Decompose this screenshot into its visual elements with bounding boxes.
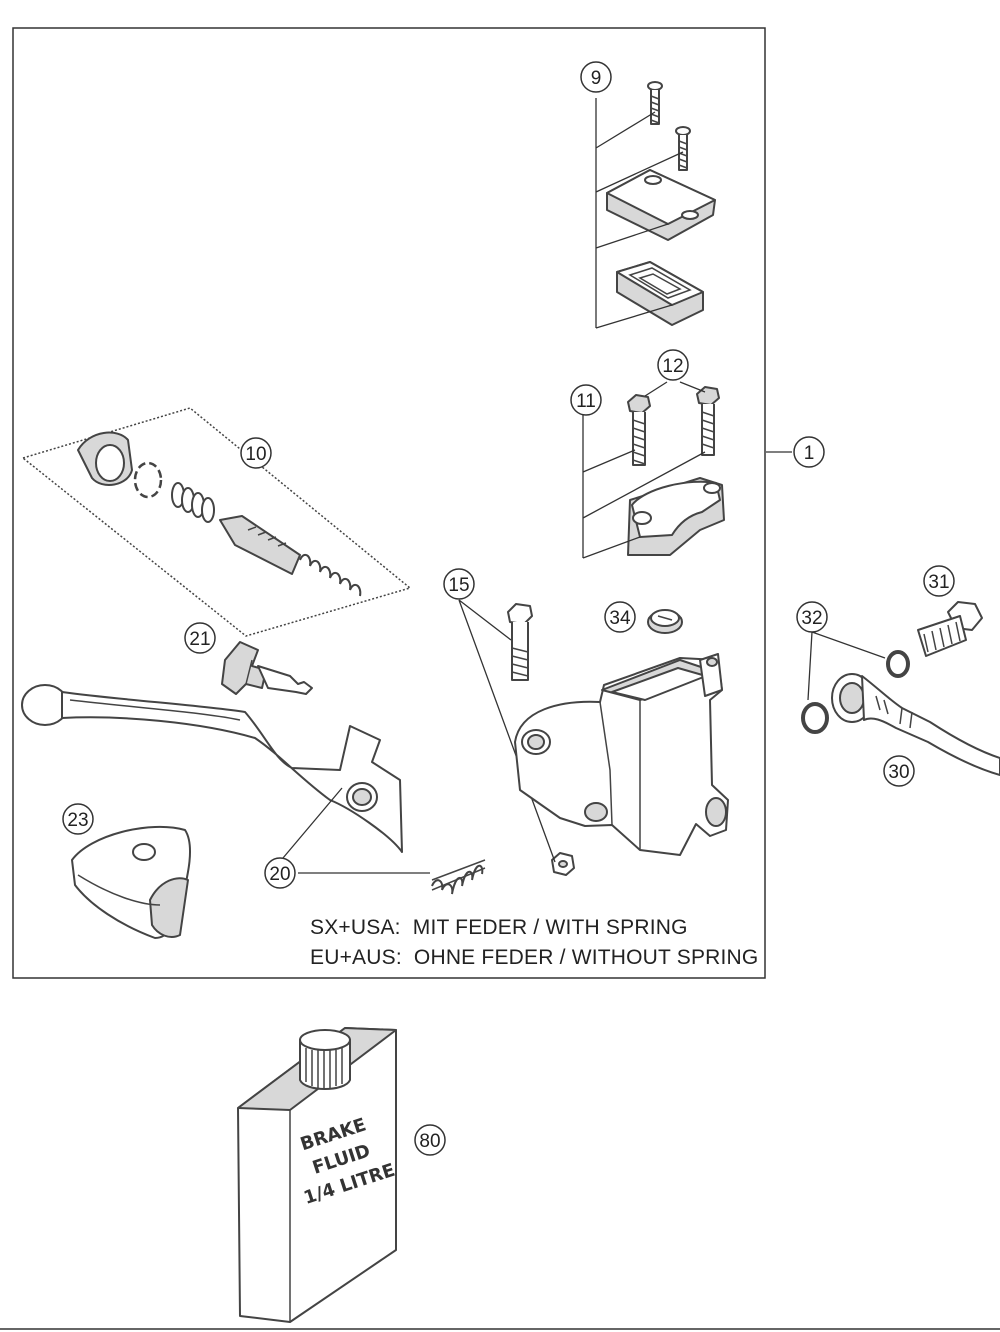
callout-32: 32	[796, 601, 828, 633]
callout-10: 10	[240, 437, 272, 469]
callout-34: 34	[604, 601, 636, 633]
handlebar-clamp	[627, 477, 725, 556]
copper-washer	[886, 650, 910, 678]
svg-text:11: 11	[576, 391, 596, 412]
note-line-1: SX+USA: MIT FEDER / WITH SPRING	[310, 916, 688, 939]
svg-text:34: 34	[609, 608, 631, 629]
banjo-bolt	[917, 601, 983, 657]
sight-glass	[647, 609, 683, 634]
handlebar-clamp-group	[582, 381, 725, 559]
assembly-frame	[12, 27, 766, 979]
svg-text:12: 12	[662, 356, 683, 377]
svg-text:21: 21	[189, 629, 210, 650]
dust-boot	[77, 431, 133, 486]
clamp-bolt	[696, 386, 720, 456]
callout-30: 30	[883, 755, 915, 787]
callout-9: 9	[580, 61, 612, 93]
svg-text:23: 23	[67, 810, 88, 831]
reservoir-cover-group	[595, 81, 716, 329]
copper-washer	[801, 702, 829, 734]
svg-text:80: 80	[419, 1131, 440, 1152]
hand-lever	[21, 684, 403, 853]
svg-text:30: 30	[888, 762, 909, 783]
note-line-2: EU+AUS: OHNE FEDER / WITHOUT SPRING	[310, 946, 758, 969]
reservoir-cover	[606, 169, 716, 241]
lever-protector	[71, 825, 191, 939]
callout-20: 20	[264, 857, 296, 889]
cover-screw	[647, 81, 663, 125]
pivot-nut	[551, 852, 575, 876]
svg-text:32: 32	[801, 608, 822, 629]
callout-11: 11	[570, 384, 602, 416]
return-spring	[299, 553, 362, 597]
brake-fluid-bottle	[237, 1027, 397, 1323]
callout-12: 12	[657, 349, 689, 381]
brake-hose	[831, 673, 1000, 776]
master-cylinder-body	[514, 653, 729, 856]
svg-text:10: 10	[245, 444, 266, 465]
svg-text:9: 9	[591, 68, 602, 89]
reservoir-membrane	[616, 261, 704, 326]
cover-screw	[675, 126, 691, 171]
clamp-bolt	[627, 394, 651, 466]
piston	[219, 515, 301, 575]
callout-23: 23	[62, 803, 94, 835]
callout-21: 21	[184, 622, 216, 654]
svg-text:20: 20	[269, 864, 290, 885]
seal-rings	[171, 482, 215, 523]
callout-31: 31	[923, 565, 955, 597]
svg-text:15: 15	[448, 575, 469, 596]
circlip	[133, 461, 163, 499]
svg-text:31: 31	[928, 572, 949, 593]
bottle-cap	[299, 1029, 351, 1090]
callout-1: 1	[793, 436, 825, 468]
lever-spring	[431, 859, 486, 895]
lever-adjuster	[221, 641, 313, 695]
piston-kit	[21, 407, 412, 637]
svg-text:1: 1	[804, 443, 815, 464]
callout-80: 80	[414, 1124, 446, 1156]
pivot-bolt	[507, 603, 533, 681]
callout-15: 15	[443, 568, 475, 600]
